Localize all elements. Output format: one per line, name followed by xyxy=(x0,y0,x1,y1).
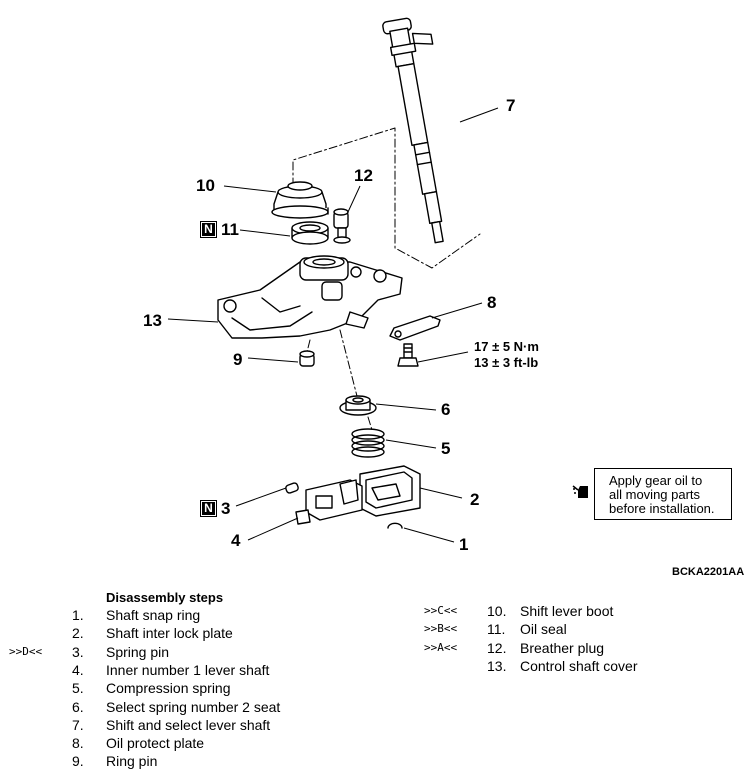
step-marker: >>B<< xyxy=(424,622,458,636)
step-label: Select spring number 2 seat xyxy=(106,698,281,715)
step-label: Shaft snap ring xyxy=(106,607,201,623)
callout-2: 2 xyxy=(470,490,480,509)
note-line-1: Apply gear oil to xyxy=(609,473,703,488)
spring-pin-part xyxy=(285,482,299,494)
leader-lines xyxy=(167,107,499,543)
step-label: Inner number 1 lever shaft xyxy=(106,661,270,678)
step-number: 7. xyxy=(72,716,84,733)
lever-shaft-part xyxy=(382,17,444,244)
step-label: Control shaft cover xyxy=(520,657,638,674)
step-number: 9. xyxy=(72,753,84,770)
ring-pin-part xyxy=(299,350,315,367)
callout-3: 3 xyxy=(221,499,231,518)
callout-11: 11 xyxy=(221,220,239,239)
callout-12: 12 xyxy=(354,166,373,185)
assembly-centerline xyxy=(292,127,481,431)
spring-seat-part xyxy=(339,395,377,416)
oil-can-icon xyxy=(572,485,588,498)
steps-title: Disassembly steps xyxy=(106,590,224,605)
torque-metric: 17 ± 5 N·m xyxy=(474,339,539,354)
step-number: 6. xyxy=(72,698,84,715)
torque-imperial: 13 ± 3 ft-lb xyxy=(474,355,539,370)
step-number: 11. xyxy=(487,621,506,638)
step-label: Breather plug xyxy=(520,639,605,656)
callout-10: 10 xyxy=(196,176,215,195)
lever-boot-part xyxy=(271,181,329,219)
step-label: Ring pin xyxy=(106,753,158,770)
callout-5: 5 xyxy=(441,439,451,458)
step-marker: >>D<< xyxy=(9,644,43,658)
oil-protect-plate-part xyxy=(389,315,441,341)
callout-6: 6 xyxy=(441,400,451,419)
new-part-mark-11: N xyxy=(200,221,217,238)
compression-spring-part xyxy=(351,428,385,458)
step-label: Shift and select lever shaft xyxy=(106,716,271,733)
callout-1: 1 xyxy=(459,535,469,554)
step-marker: >>A<< xyxy=(424,640,458,654)
control-shaft-cover-part xyxy=(217,255,403,339)
callout-7: 7 xyxy=(506,96,516,115)
step-number: 1. xyxy=(72,607,84,623)
step-number: 10. xyxy=(487,603,507,619)
cover-bolt-part xyxy=(397,343,419,367)
step-label: Shaft inter lock plate xyxy=(106,625,233,642)
step-label: Oil protect plate xyxy=(106,735,205,752)
note-line-2: all moving parts xyxy=(609,487,701,502)
figure-reference-code: BCKA2201AA xyxy=(672,566,745,578)
callout-13: 13 xyxy=(143,311,162,330)
torque-spec: 17 ± 5 N·m 13 ± 3 ft-lb xyxy=(474,339,539,371)
exploded-view-drawing xyxy=(167,17,499,543)
step-label: Compression spring xyxy=(106,680,231,697)
step-number: 12. xyxy=(487,639,507,656)
step-number: 8. xyxy=(72,735,84,752)
step-number: 3. xyxy=(72,643,84,660)
step-number: 5. xyxy=(72,680,84,697)
step-label: Spring pin xyxy=(106,643,170,660)
snap-ring-part xyxy=(387,522,403,529)
breather-plug-part xyxy=(333,208,351,244)
step-label: Shift lever boot xyxy=(520,603,614,619)
inner-lever-shaft-part xyxy=(295,479,363,525)
step-label: Oil seal xyxy=(520,621,567,638)
note-line-3: before installation. xyxy=(609,501,715,516)
callout-8: 8 xyxy=(487,293,497,312)
callout-9: 9 xyxy=(233,350,243,369)
step-number: 2. xyxy=(72,625,84,642)
step-marker: >>C<< xyxy=(424,604,458,617)
lubrication-note: Apply gear oil to all moving parts befor… xyxy=(594,468,732,520)
interlock-plate-part xyxy=(359,465,421,517)
oil-seal-part xyxy=(291,221,329,245)
new-part-mark-3: N xyxy=(200,500,217,517)
step-number: 13. xyxy=(487,657,507,674)
step-number: 4. xyxy=(72,661,84,678)
callout-4: 4 xyxy=(231,531,241,550)
